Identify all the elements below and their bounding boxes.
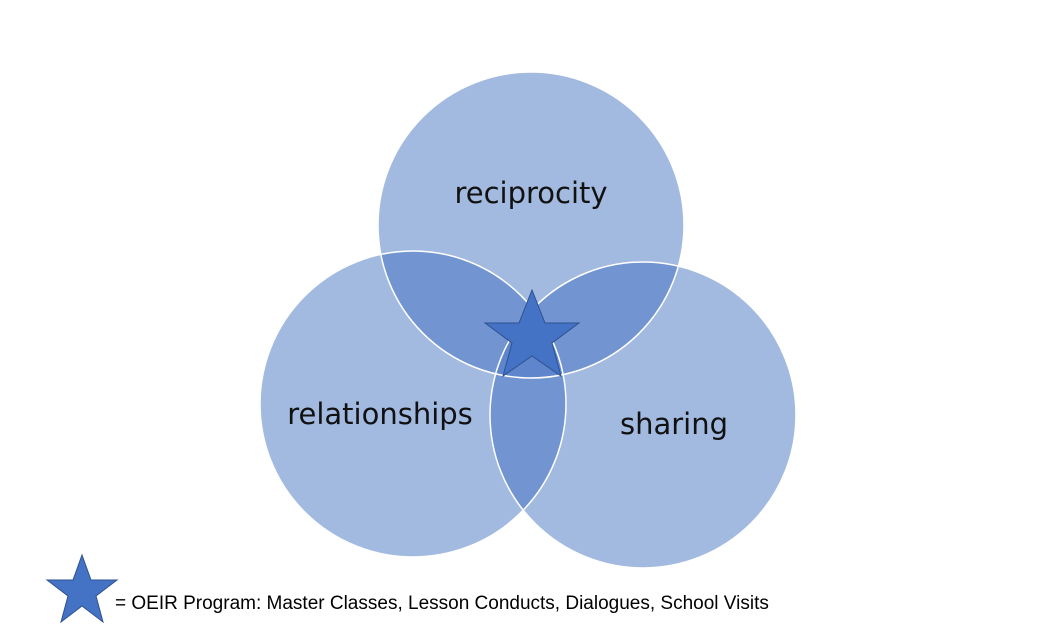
center-star-icon xyxy=(483,288,581,378)
label-sharing: sharing xyxy=(620,407,728,441)
legend-text: = OEIR Program: Master Classes, Lesson C… xyxy=(115,593,769,614)
overlap-reciprocity-sharing xyxy=(490,262,684,378)
label-relationships: relationships xyxy=(287,397,473,431)
outline-reciprocity xyxy=(377,71,685,379)
overlap-reciprocity-relationships xyxy=(378,251,566,378)
outline-sharing xyxy=(489,261,797,569)
outline-relationships xyxy=(259,250,567,558)
label-reciprocity: reciprocity xyxy=(454,176,607,210)
legend-star-icon xyxy=(45,553,119,624)
